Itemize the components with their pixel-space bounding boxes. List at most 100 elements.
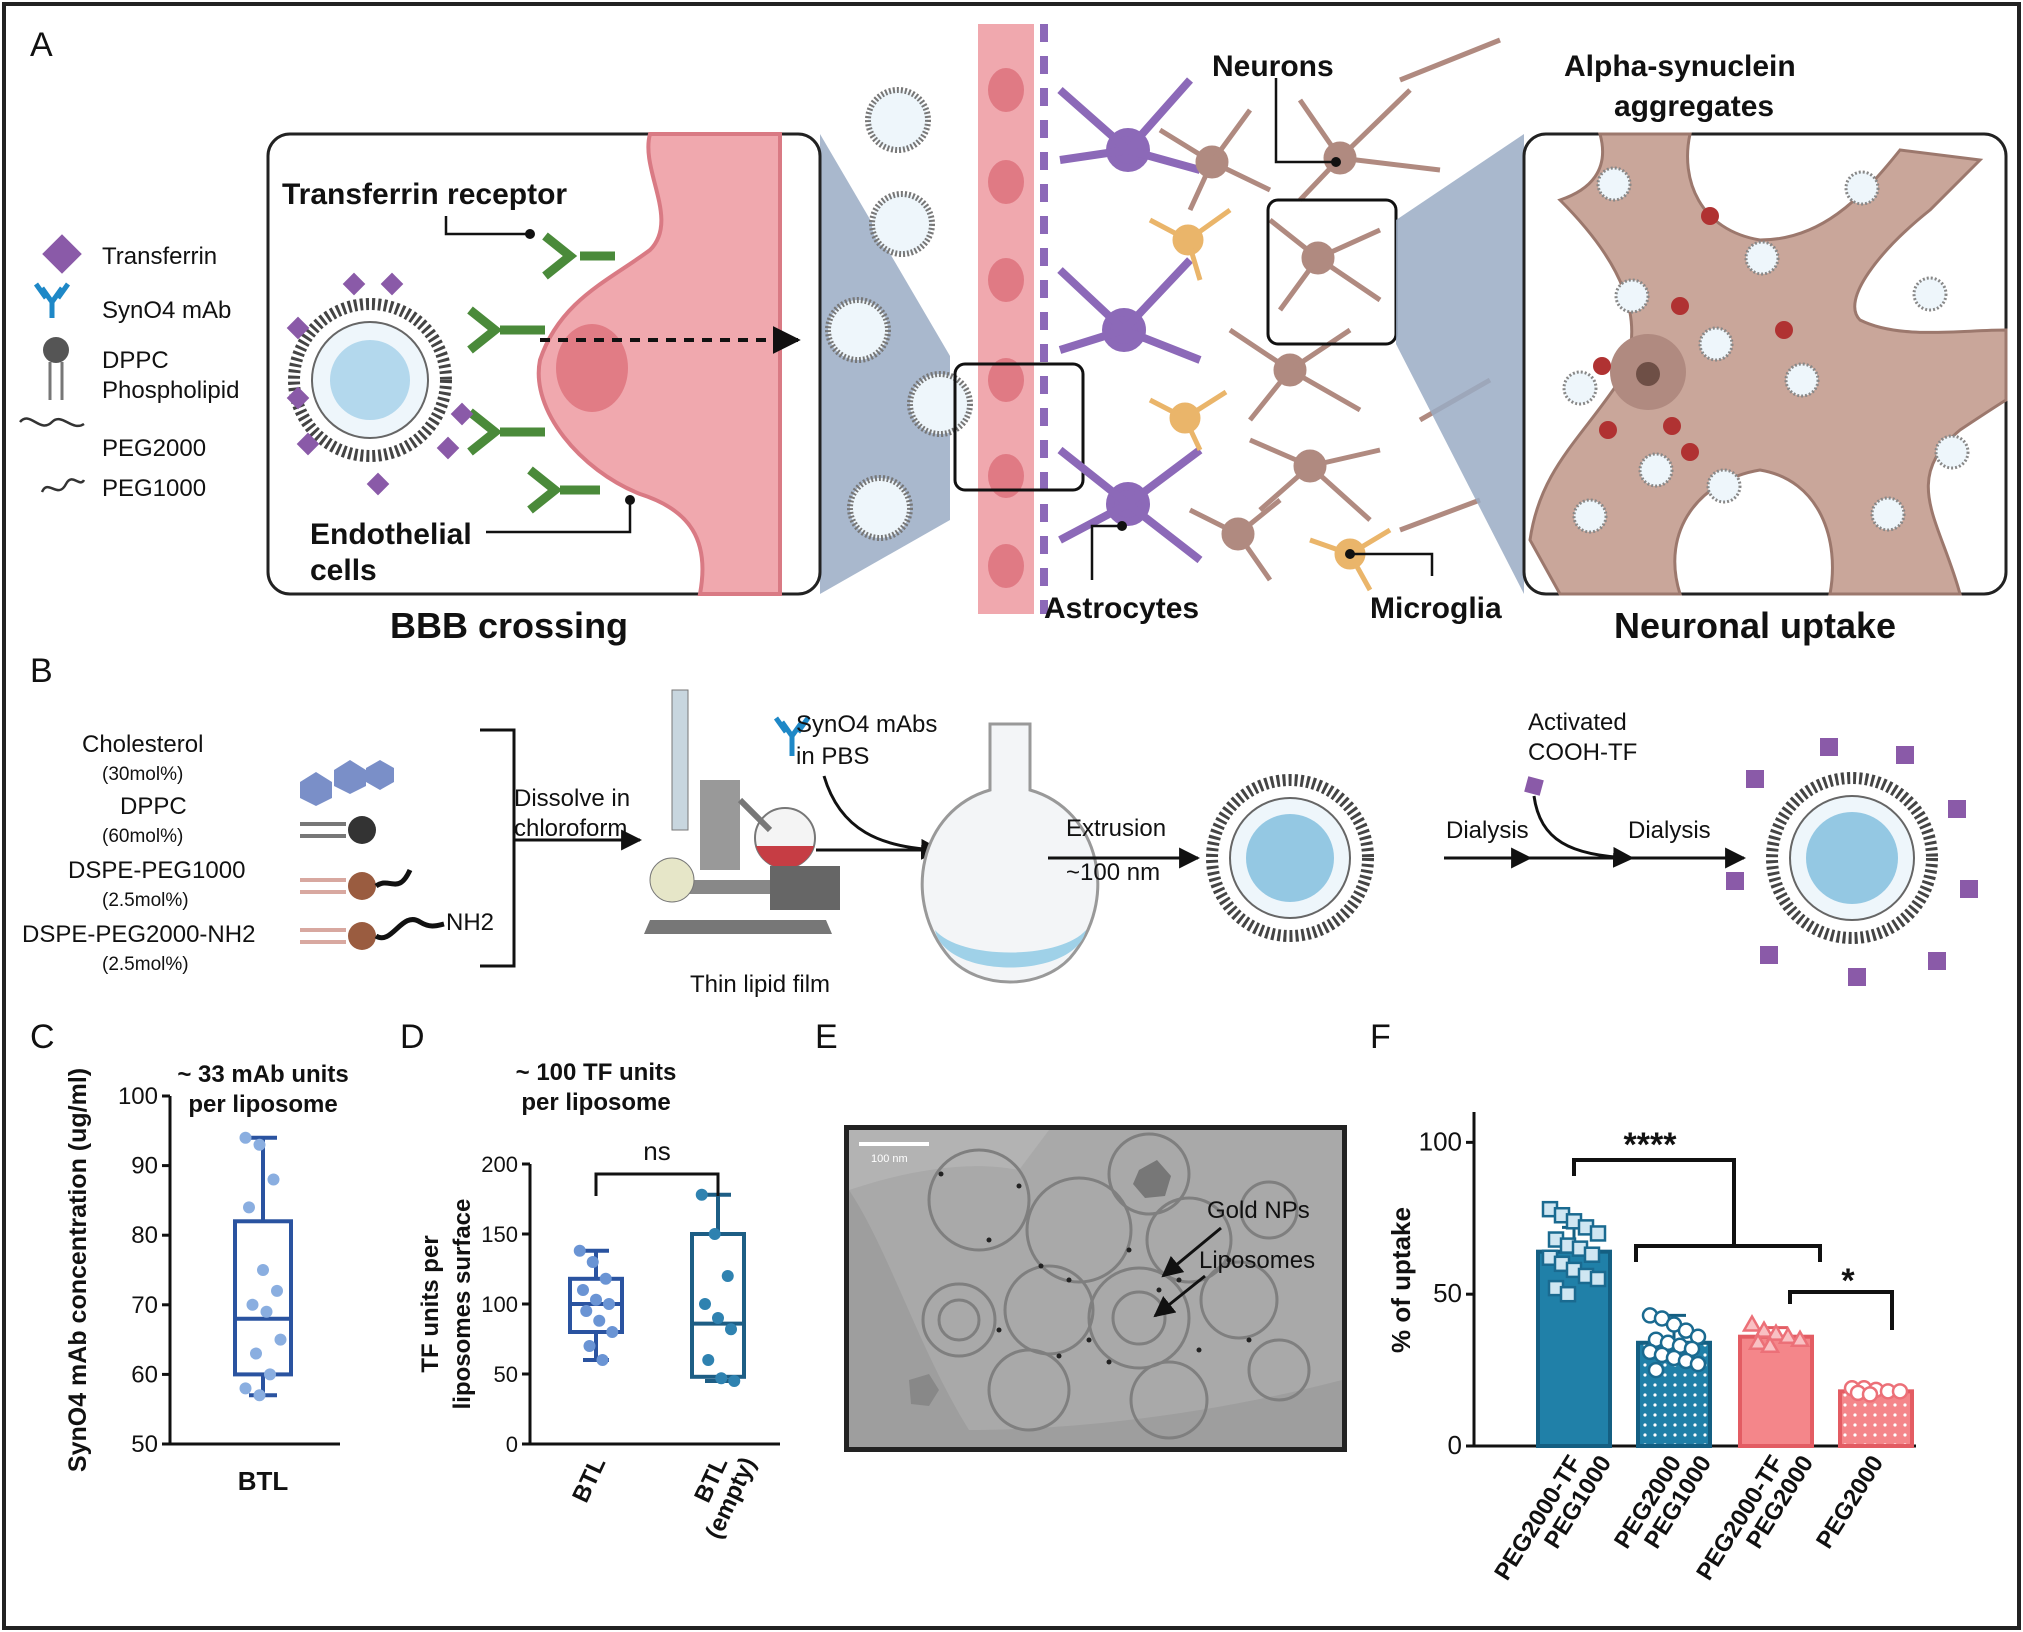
mabs-arrow (822, 775, 943, 860)
chart-f-point (1589, 1225, 1607, 1242)
chart-d-x-label: BTL (567, 1453, 611, 1507)
chart-d-box-0-point (573, 1244, 586, 1257)
dialysis-label-2: Dialysis (1628, 817, 1711, 844)
panel-a: Transferrin SynO4 mAb DPPC Phospholipid … (19, 24, 2008, 646)
legend-peg1000: PEG1000 (102, 475, 206, 502)
chart-d-box-1-point (702, 1354, 715, 1366)
panel-label-d: D (400, 1018, 425, 1056)
chart-f-point (1777, 1326, 1799, 1344)
neuronal-uptake-title: Neuronal uptake (1614, 605, 1896, 646)
dissolve-label-1: Dissolve in (514, 785, 630, 812)
size-label: ~100 nm (1066, 859, 1160, 886)
chart-f-point (1689, 1355, 1707, 1373)
microglia-cells (1148, 207, 1392, 592)
microglia-callout-line (1350, 552, 1434, 576)
component-cholesterol-ratio: (30mol%) (102, 764, 183, 785)
mabs-label-1: SynO4 mAbs (796, 711, 937, 738)
dspe-peg2000-icon (300, 917, 445, 950)
chart-c-btl-point (239, 1131, 252, 1144)
chart-c-y-tick-label: 50 (131, 1431, 158, 1458)
dissolve-label-2: chloroform (514, 815, 627, 842)
chart-d-box-1-point (699, 1298, 711, 1310)
chart-f-y-tick-label: 100 (1419, 1126, 1462, 1156)
chart-d-box-0-point (580, 1305, 593, 1317)
microglia-label: Microglia (1370, 592, 1502, 625)
micrograph-image: 100 nm Gold NPs Liposomes (849, 1130, 1342, 1447)
chart-f-point (1559, 1285, 1577, 1303)
component-dspe-peg1000-ratio: (2.5mol%) (102, 890, 189, 911)
receptor-callout-line (444, 216, 530, 236)
chart-f-point (1753, 1320, 1775, 1338)
chart-d-box-0-point (606, 1326, 619, 1338)
liposomes-label: Liposomes (1199, 1247, 1315, 1274)
astrocytes (1057, 77, 1203, 564)
endothelial-cell-illustration (536, 132, 782, 596)
alpha-synuclein-label-1: Alpha-synuclein (1564, 50, 1796, 83)
chart-c-btl-point (239, 1382, 252, 1395)
phospholipid-icon (43, 337, 69, 400)
neurons-callout-line (1274, 78, 1336, 164)
chart-d-title-1: ~ 100 TF units (516, 1059, 677, 1086)
antibody-icon-b (773, 716, 811, 756)
thin-film-label: Thin lipid film (690, 971, 830, 998)
tf-arrow (1532, 795, 1635, 868)
neuron-zoom-cone (1396, 134, 1524, 594)
panel-a-legend: Transferrin SynO4 mAb DPPC Phospholipid … (19, 234, 239, 502)
legend-dppc-2: Phospholipid (102, 377, 239, 404)
chart-d-box-0-point (599, 1272, 612, 1285)
chart-f-point (1861, 1386, 1879, 1403)
chart-c-btl-point (257, 1264, 269, 1276)
chart-f-sig-4star: **** (1624, 1126, 1678, 1164)
scale-bar-label: 100 nm (871, 1153, 908, 1165)
chart-f-point (1759, 1335, 1781, 1354)
component-dppc: DPPC (120, 793, 187, 820)
dppc-icon (300, 816, 376, 844)
chart-c-y-tick-label: 100 (118, 1083, 158, 1110)
chart-c-y-tick-label: 80 (131, 1222, 158, 1249)
chart-d-box-0-point (593, 1314, 606, 1327)
bbb-roi-box (953, 362, 1085, 492)
gold-nps-arrow (1161, 1226, 1222, 1278)
scale-bar (859, 1142, 929, 1146)
chart-d-box-1-point (728, 1375, 741, 1387)
liposome-mab (1206, 774, 1374, 942)
chart-f-bracket-group (1634, 1244, 1822, 1262)
alpha-synuclein-aggregates (1593, 207, 1793, 461)
chart-f: 050100*****PEG2000-TFPEG1000PEG2000PEG10… (1386, 1112, 1916, 1585)
chart-f-point (1765, 1323, 1787, 1341)
chart-d-box-1-point (712, 1312, 724, 1324)
panel-label-b: B (30, 652, 53, 690)
chart-d-box-1-point (725, 1323, 737, 1336)
panel-b: Cholesterol (30mol%) DPPC (60mol%) DSPE-… (22, 689, 1978, 998)
extrusion-label: Extrusion (1066, 815, 1166, 842)
chart-f-point (1891, 1383, 1909, 1400)
chart-f-bar-2 (1738, 1334, 1814, 1449)
peg1000-wave-icon (40, 478, 86, 493)
chart-f-point (1583, 1246, 1601, 1263)
panel-label-c: C (30, 1018, 55, 1056)
component-dppc-ratio: (60mol%) (102, 826, 183, 847)
chart-d-title-2: per liposome (521, 1089, 670, 1116)
transferrin-receptors (467, 232, 615, 514)
cooh-tf-icon (1524, 776, 1544, 796)
chart-d-y-tick-label: 0 (506, 1432, 518, 1457)
component-dspe-peg2000: DSPE-PEG2000-NH2 (22, 921, 255, 948)
nh2-label: NH2 (446, 909, 494, 936)
chart-d-y-label: liposomes surface (449, 1199, 476, 1410)
endothelial-label-2: cells (310, 554, 377, 587)
chart-c-title-2: per liposome (188, 1091, 337, 1118)
antibody-icon (33, 282, 71, 318)
chart-c-x-label: BTL (238, 1466, 289, 1496)
vessel-wall (978, 24, 1048, 614)
dialysis-label-1: Dialysis (1446, 817, 1529, 844)
chart-c-btl-point (250, 1347, 262, 1360)
legend-peg2000: PEG2000 (102, 435, 206, 462)
dspe-peg1000-icon (300, 868, 413, 900)
chart-c-btl-point (260, 1305, 273, 1318)
cholesterol-icon (300, 760, 394, 806)
component-cholesterol: Cholesterol (82, 731, 203, 758)
chart-d-ns-bracket (594, 1172, 720, 1196)
neurons (1158, 37, 1501, 582)
chart-d-box-0-point (603, 1298, 615, 1310)
